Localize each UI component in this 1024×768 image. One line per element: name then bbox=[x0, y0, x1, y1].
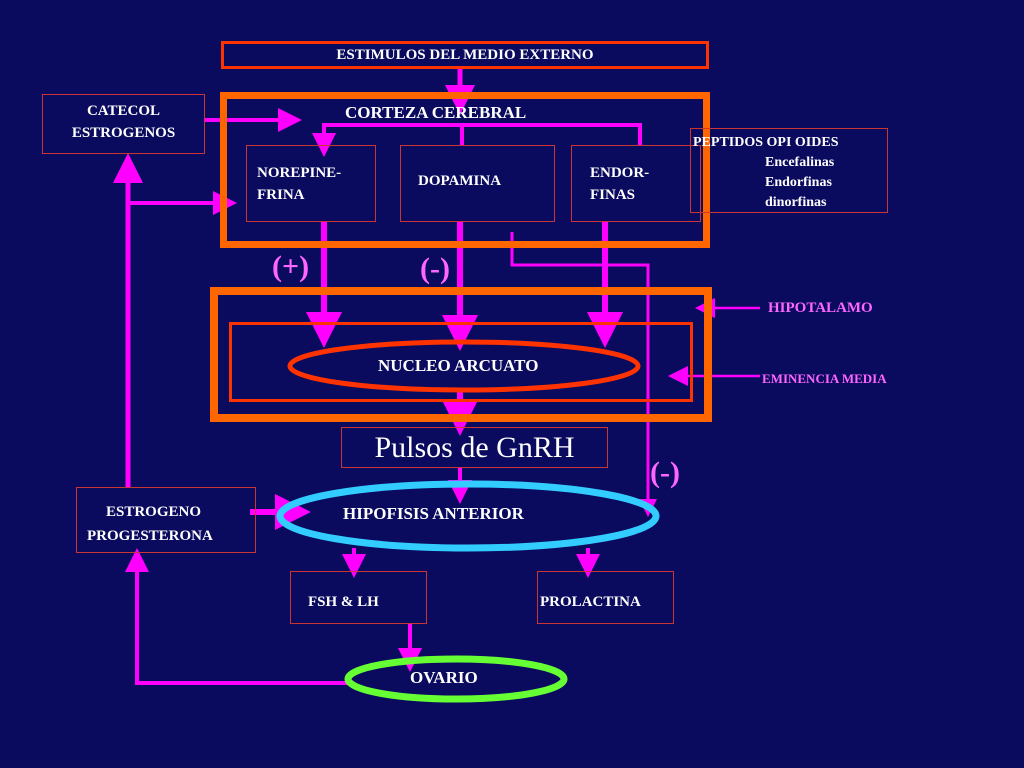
peptidos-item-1: Encefalinas bbox=[765, 155, 835, 170]
estrogeno-label-2: PROGESTERONA bbox=[87, 528, 213, 544]
corteza-internal-line bbox=[312, 123, 642, 157]
ovario-label: OVARIO bbox=[410, 668, 478, 687]
endorfinas-label-2: FINAS bbox=[590, 187, 636, 203]
hipofisis-ellipse bbox=[276, 480, 660, 552]
prolactina-label: PROLACTINA bbox=[540, 594, 641, 610]
hipotalamo-label: HIPOTALAMO bbox=[768, 300, 873, 316]
pulsos-box bbox=[341, 427, 608, 468]
catecol-box bbox=[42, 94, 205, 154]
catecol-label-2: ESTROGENOS bbox=[71, 125, 176, 141]
norepine-box bbox=[246, 145, 376, 222]
dopamina-box bbox=[400, 145, 555, 222]
endorfinas-label-1: ENDOR- bbox=[590, 165, 650, 181]
fsh-label: FSH & LH bbox=[308, 594, 379, 610]
endorfinas-box bbox=[571, 145, 701, 222]
peptidos-title: PEPTIDOS OPI OIDES bbox=[693, 135, 839, 150]
sign-minus-endorfinas: (-) bbox=[650, 456, 680, 489]
fsh-box bbox=[290, 571, 427, 624]
arrow-dopamina-hipofisis bbox=[510, 232, 657, 517]
estimulos-label: ESTIMULOS DEL MEDIO EXTERNO bbox=[336, 47, 594, 63]
ovario-ellipse bbox=[344, 655, 568, 703]
norepine-label-1: NOREPINE- bbox=[257, 165, 342, 181]
estimulos-box bbox=[221, 41, 709, 69]
estrogeno-label-1: ESTROGENO bbox=[106, 504, 202, 520]
pulsos-label: Pulsos de GnRH bbox=[374, 431, 575, 464]
catecol-label-1: CATECOL bbox=[86, 103, 161, 119]
corteza-label: CORTEZA CEREBRAL bbox=[345, 103, 527, 122]
sign-minus-dopamina: (-) bbox=[420, 252, 450, 285]
peptidos-item-2: Endorfinas bbox=[765, 175, 832, 190]
peptidos-item-3: dinorfinas bbox=[765, 195, 827, 210]
nucleo-label: NUCLEO ARCUATO bbox=[378, 356, 539, 375]
estrogeno-box bbox=[76, 487, 256, 553]
arrow-ovario-estrogeno bbox=[125, 548, 350, 685]
eminencia-label: EMINENCIA MEDIA bbox=[762, 371, 887, 386]
peptidos-box bbox=[690, 128, 888, 213]
corteza-box bbox=[220, 92, 710, 248]
dopamina-label: DOPAMINA bbox=[418, 173, 502, 189]
eminencia-box bbox=[229, 322, 693, 402]
hipotalamo-box bbox=[210, 287, 712, 422]
sign-plus: (+) bbox=[272, 250, 310, 283]
prolactina-box bbox=[537, 571, 674, 624]
nucleo-ellipse bbox=[287, 339, 641, 393]
norepine-label-2: FRINA bbox=[257, 187, 305, 203]
hipofisis-label: HIPOFISIS ANTERIOR bbox=[343, 504, 524, 523]
